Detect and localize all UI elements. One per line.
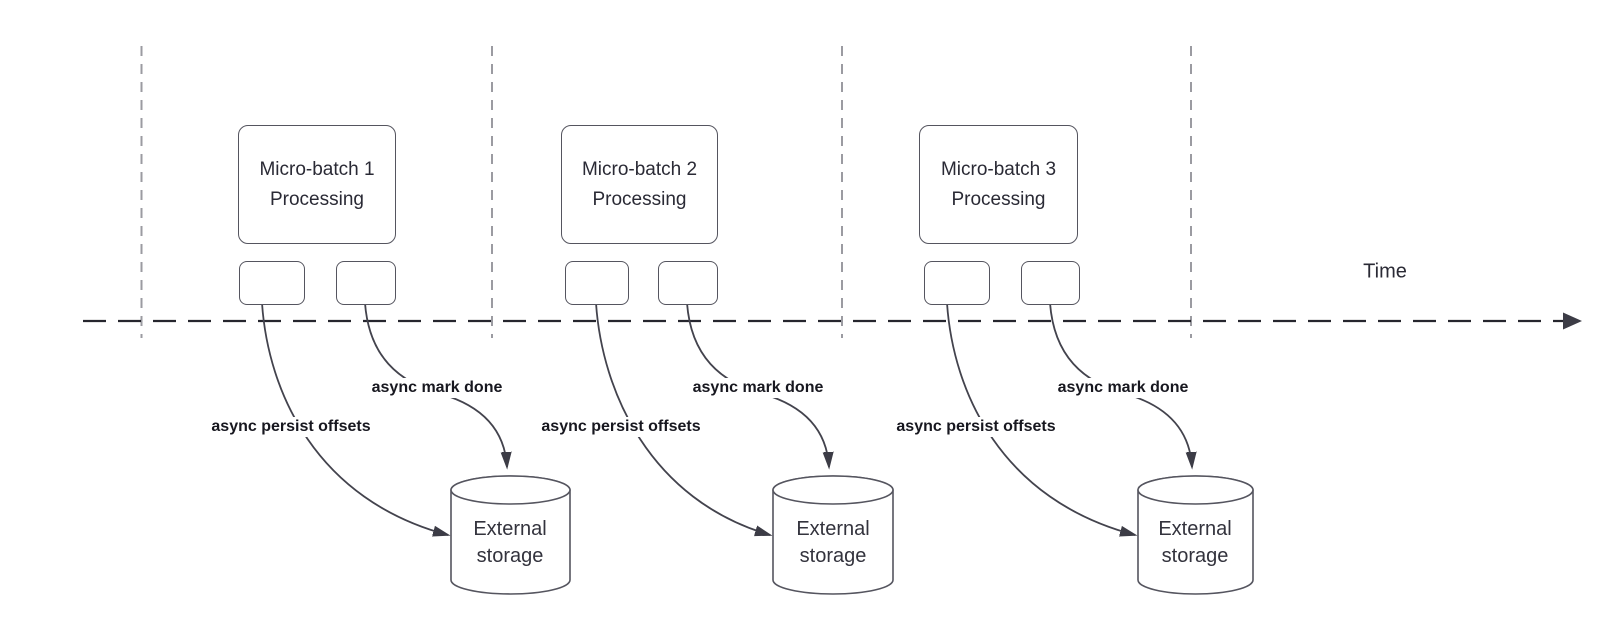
external-storage-cylinder-1: [450, 475, 571, 595]
persist-offsets-label-2: async persist offsets: [538, 417, 704, 437]
micro-batch-1-title: Micro-batch 1 Processing: [259, 158, 375, 210]
persist-offsets-arrow-2: [595, 302, 770, 535]
micro-batch-3-box: Micro-batch 3 Processing: [919, 125, 1078, 244]
persist-offsets-box-2: [565, 261, 629, 305]
persist-offsets-arrow-3: [946, 302, 1135, 535]
persist-offsets-label-3: async persist offsets: [893, 417, 1059, 437]
mark-done-box-1: [336, 261, 396, 305]
time-axis-label: Time: [1363, 260, 1407, 283]
micro-batch-3-title: Micro-batch 3 Processing: [940, 158, 1057, 210]
external-storage-cylinder-2: [772, 475, 894, 595]
micro-batch-2-box: Micro-batch 2 Processing: [561, 125, 718, 244]
mark-done-box-2: [658, 261, 718, 305]
mark-done-box-3: [1021, 261, 1080, 305]
external-storage-label-1: External storage: [473, 518, 547, 567]
persist-offsets-box-3: [924, 261, 990, 305]
external-storage-cylinder-3: [1137, 475, 1254, 595]
external-storage-label-3: External storage: [1158, 518, 1232, 567]
micro-batch-1-box: Micro-batch 1 Processing: [238, 125, 396, 244]
mark-done-label-3: async mark done: [1054, 378, 1192, 398]
micro-batch-2-title: Micro-batch 2 Processing: [581, 158, 698, 210]
persist-offsets-arrow-1: [261, 302, 448, 535]
persist-offsets-box-1: [239, 261, 305, 305]
external-storage-label-2: External storage: [796, 518, 870, 567]
time-axis-arrowhead-icon: [1563, 312, 1582, 330]
mark-done-label-2: async mark done: [689, 378, 827, 398]
mark-done-label-1: async mark done: [368, 378, 506, 398]
persist-offsets-label-1: async persist offsets: [208, 417, 374, 437]
